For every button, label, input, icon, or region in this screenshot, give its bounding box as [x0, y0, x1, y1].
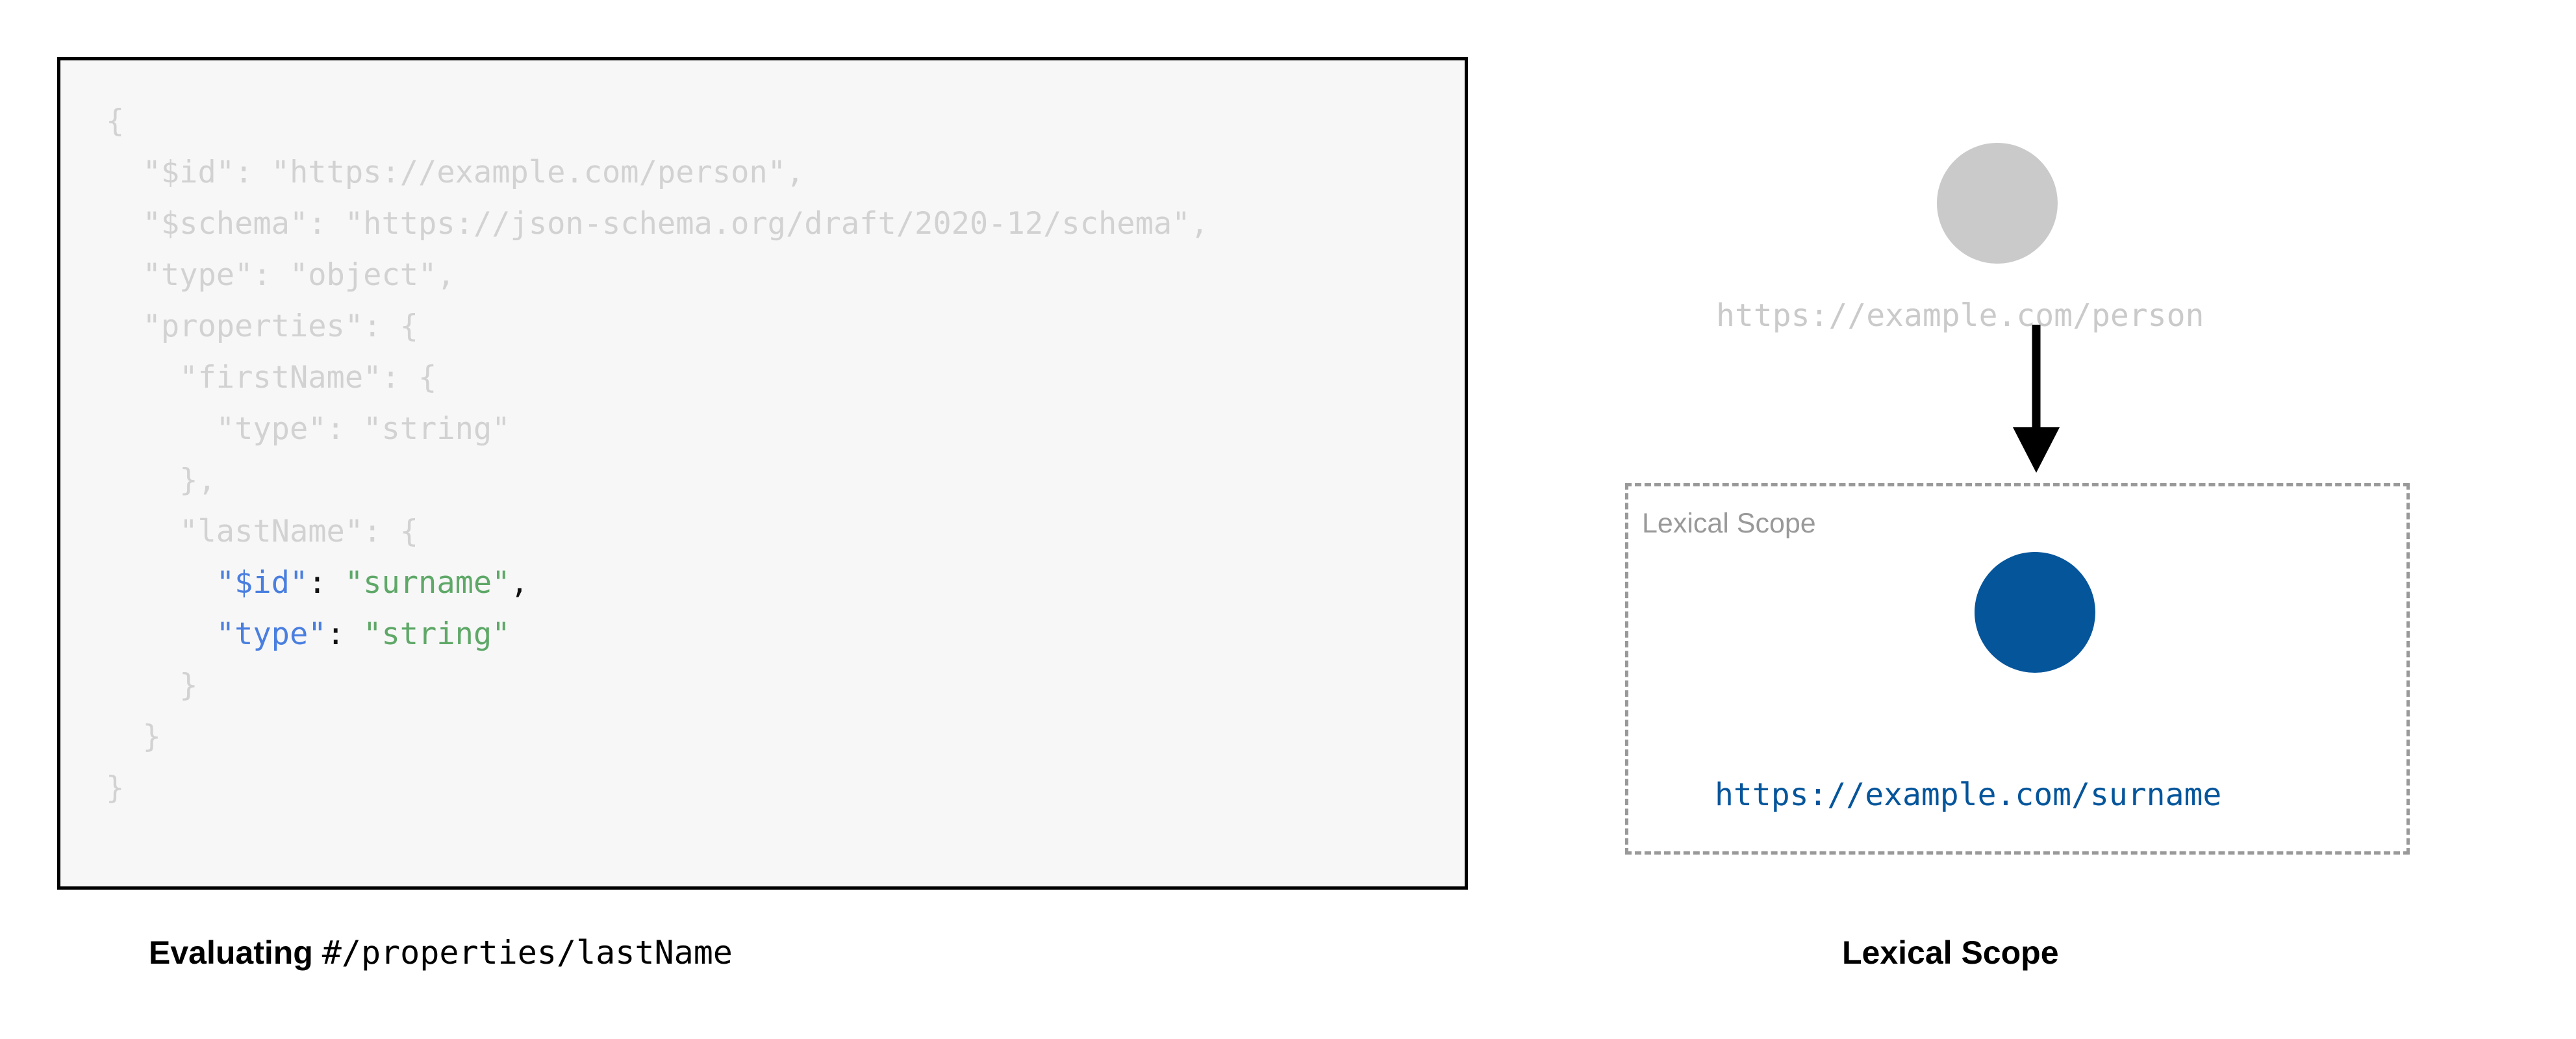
- person-node-label: https://example.com/person: [1716, 297, 2204, 334]
- code-line: "type": "string": [106, 608, 1209, 660]
- code-token-dim: }: [179, 668, 198, 703]
- left-caption-bold: Evaluating: [149, 934, 313, 971]
- code-line: "type": "string": [106, 403, 1209, 455]
- lexical-scope-label: Lexical Scope: [1642, 508, 1816, 539]
- code-token-punct: ,: [510, 565, 529, 601]
- code-indent: [106, 514, 179, 549]
- lexical-scope-diagram: https://example.com/person Lexical Scope…: [1546, 39, 2507, 903]
- code-token-key: "type": [216, 616, 327, 652]
- code-token-dim: }: [106, 770, 125, 806]
- code-line: "$id": "https://example.com/person",: [106, 147, 1209, 198]
- code-line: }: [106, 660, 1209, 711]
- code-indent: [106, 411, 216, 447]
- surname-node-label: https://example.com/surname: [1715, 777, 2222, 813]
- code-token-key: "$id": [216, 565, 309, 601]
- code-token-dim: "firstName": {: [179, 360, 437, 395]
- code-indent: [106, 308, 143, 344]
- code-indent: [106, 155, 143, 190]
- code-indent: [106, 206, 143, 242]
- code-token-punct: :: [326, 616, 364, 652]
- code-line: "type": "object",: [106, 249, 1209, 301]
- code-line: }: [106, 762, 1209, 814]
- json-schema-code: { "$id": "https://example.com/person", "…: [106, 95, 1209, 814]
- code-indent: [106, 462, 179, 498]
- code-indent: [106, 257, 143, 293]
- code-indent: [106, 565, 216, 601]
- lexical-scope-boundary: [1625, 483, 2410, 855]
- code-indent: [106, 719, 143, 755]
- code-token-dim: "$schema": "https://json-schema.org/draf…: [142, 206, 1209, 242]
- code-indent: [106, 668, 179, 703]
- code-token-punct: :: [308, 565, 345, 601]
- person-node-circle: [1937, 143, 2058, 264]
- right-caption-bold: Lexical Scope: [1842, 934, 2059, 971]
- code-token-dim: },: [179, 462, 216, 498]
- code-line: }: [106, 711, 1209, 762]
- code-token-dim: "type": "object",: [142, 257, 455, 293]
- code-token-str: "string": [363, 616, 511, 652]
- code-line: "$id": "surname",: [106, 557, 1209, 608]
- left-caption: Evaluating #/properties/lastName: [149, 934, 733, 971]
- code-token-dim: "properties": {: [142, 308, 419, 344]
- left-caption-pointer: #/properties/lastName: [322, 934, 733, 971]
- code-token-dim: }: [142, 719, 161, 755]
- code-line: "lastName": {: [106, 506, 1209, 557]
- code-token-dim: "type": "string": [216, 411, 511, 447]
- code-token-dim: {: [106, 103, 125, 139]
- code-token-dim: "lastName": {: [179, 514, 419, 549]
- json-schema-code-panel: { "$id": "https://example.com/person", "…: [57, 57, 1468, 890]
- code-line: "firstName": {: [106, 352, 1209, 403]
- surname-node-circle: [1975, 552, 2095, 673]
- code-line: },: [106, 455, 1209, 506]
- code-line: "$schema": "https://json-schema.org/draf…: [106, 198, 1209, 249]
- code-line: {: [106, 95, 1209, 147]
- code-token-dim: "$id": "https://example.com/person",: [142, 155, 805, 190]
- code-indent: [106, 616, 216, 652]
- code-indent: [106, 360, 179, 395]
- downward-arrow-icon: [2013, 325, 2060, 473]
- code-token-str: "surname": [344, 565, 511, 601]
- right-caption: Lexical Scope: [1842, 934, 2059, 971]
- code-line: "properties": {: [106, 301, 1209, 352]
